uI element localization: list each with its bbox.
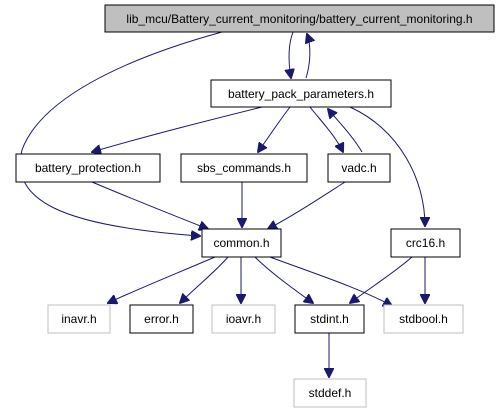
node-label-ioavr: ioavr.h [226,312,261,326]
node-label-crc16: crc16.h [406,236,445,250]
node-stdint[interactable]: stdint.h [294,304,365,334]
edge-vadc-to-common [268,181,346,229]
node-inavr[interactable]: inavr.h [47,304,111,334]
node-label-common: common.h [213,236,269,250]
edge-common-to-stdbool [269,256,392,306]
node-root[interactable]: lib_mcu/Battery_current_monitoring/batte… [104,4,495,33]
node-label-root: lib_mcu/Battery_current_monitoring/batte… [126,12,472,26]
node-label-inavr: inavr.h [61,312,96,326]
node-label-stddef: stddef.h [309,386,352,400]
edge-params-to-root [306,34,310,79]
node-stddef[interactable]: stddef.h [293,378,367,408]
edge-params-to-sbs [258,106,291,152]
node-crc16[interactable]: crc16.h [390,228,461,258]
node-label-stdint: stdint.h [310,312,349,326]
node-label-stdbool: stdbool.h [399,312,448,326]
node-stdbool[interactable]: stdbool.h [383,304,464,334]
edge-protection-to-common [91,181,208,229]
node-label-battery-pack-parameters: battery_pack_parameters.h [228,87,374,101]
edge-params-to-crc16 [349,106,425,226]
edge-vadc-to-params [328,109,363,153]
edge-root-to-params [289,31,293,78]
edge-root-to-common [19,31,223,236]
edge-common-to-error [180,256,229,303]
node-vadc[interactable]: vadc.h [327,153,391,183]
node-ioavr[interactable]: ioavr.h [211,304,276,334]
node-battery-pack-parameters[interactable]: battery_pack_parameters.h [210,79,392,108]
node-label-sbs-commands: sbs_commands.h [197,161,291,175]
edge-common-to-inavr [108,256,216,303]
node-label-error: error.h [144,312,179,326]
node-battery-protection[interactable]: battery_protection.h [15,153,161,183]
nodes: lib_mcu/Battery_current_monitoring/batte… [15,4,495,408]
node-sbs-commands[interactable]: sbs_commands.h [180,153,308,183]
edge-common-to-stdint [254,256,313,303]
edges [19,31,425,377]
node-error[interactable]: error.h [129,304,194,334]
node-label-battery-protection: battery_protection.h [35,161,141,175]
node-common[interactable]: common.h [201,228,282,258]
node-label-vadc: vadc.h [341,161,376,175]
edge-params-to-protection [92,106,263,152]
edge-crc16-to-stdint [350,256,413,303]
edge-params-to-vadc [309,106,343,152]
